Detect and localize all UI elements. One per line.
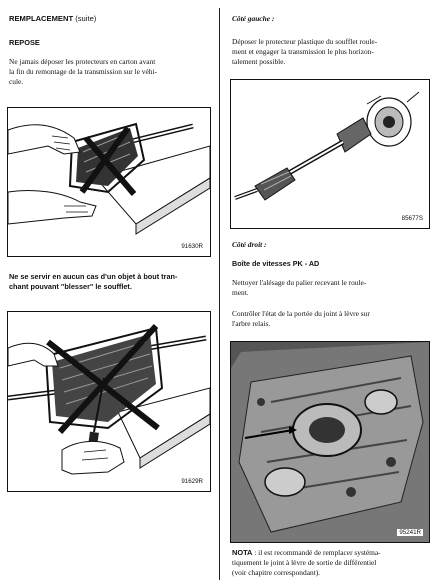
- intro-paragraph: Ne jamais déposer les protecteurs en car…: [9, 57, 157, 86]
- left-side-title: Côté gauche :: [232, 14, 275, 23]
- heading-suffix: (suite): [73, 14, 97, 23]
- right-side-title: Côté droit :: [232, 240, 267, 249]
- warning-paragraph: Ne se servir en aucun cas d'un objet à b…: [9, 272, 178, 291]
- illustration-hands-on-boot: [8, 122, 210, 235]
- gearbox-paragraph: Nettoyer l'alésage du palier recevant le…: [232, 278, 367, 297]
- figure-gearbox-bearing: 95241R: [230, 341, 430, 543]
- column-divider: [219, 8, 220, 580]
- figure-remove-protectors: 91630R: [7, 107, 211, 257]
- figure-reference: 85677S: [401, 215, 423, 222]
- figure-reference: 91629R: [181, 478, 203, 485]
- note-label: NOTA: [232, 548, 253, 557]
- heading-text: REMPLACEMENT: [9, 14, 74, 23]
- subheading: REPOSE: [9, 38, 40, 47]
- figure-reference: 91630R: [181, 243, 203, 250]
- gearbox-title: Boîte de vitesses PK - AD: [232, 259, 320, 268]
- left-side-paragraph: Déposer le protecteur plastique du souff…: [232, 37, 378, 66]
- figure-driveshaft-insertion: 85677S: [230, 79, 430, 229]
- check-paragraph: Contrôler l'état de la portée du joint à…: [232, 309, 370, 328]
- figure-reference: 95241R: [397, 529, 423, 536]
- figure-no-sharp-tool: 91629R: [7, 311, 211, 492]
- note-paragraph: NOTA : il est recommandé de remplacer sy…: [232, 548, 381, 577]
- section-heading: REMPLACEMENT (suite): [9, 14, 96, 24]
- note-text: : il est recommandé de remplacer systéma…: [232, 548, 381, 577]
- illustration-driveshaft: [234, 91, 420, 201]
- illustration-sharp-tool-crossed: [8, 323, 210, 475]
- illustration-gearbox-housing: [231, 342, 429, 542]
